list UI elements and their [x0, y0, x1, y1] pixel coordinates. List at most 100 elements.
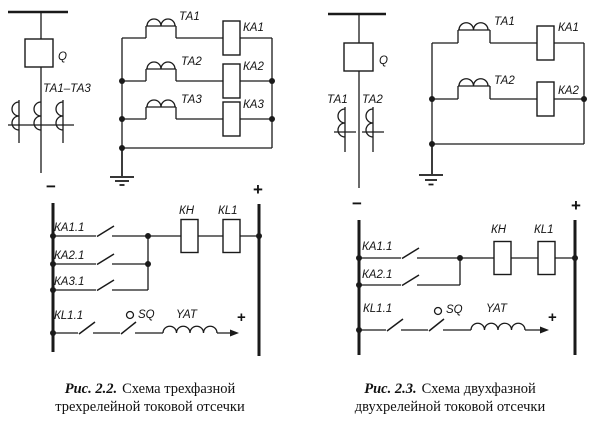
breaker-q: [24, 38, 54, 68]
caption-line-1: Рис. 2.3.Схема двухфазной: [300, 380, 600, 398]
relay-coil-ka1: [222, 20, 241, 56]
junction-dot: [269, 78, 275, 84]
junction-dot: [356, 282, 362, 288]
minus-label: −: [352, 194, 362, 213]
ct-winding: [458, 78, 489, 87]
contact-blade: [96, 225, 115, 238]
breaker-label: Q: [58, 51, 67, 63]
fig23-dc-circuit: − + КА1.1 КА2.1 КН КL1 КL1.1 SQ YAT +: [352, 194, 581, 355]
junction-dot: [145, 261, 151, 267]
branch-wire: [432, 29, 584, 44]
ground-symbol: [110, 148, 134, 186]
ct-winding: [146, 99, 176, 108]
relay-coil-ka3: [222, 101, 241, 137]
contact-label: КА2.1: [54, 250, 84, 262]
relay-label: КА3: [243, 99, 264, 111]
relay-label: КА1: [558, 22, 579, 34]
ct-symbol: [30, 101, 52, 131]
fig23-relay-circuit: ТА1 КА1 ТА2 КА2: [419, 16, 587, 186]
contact-blade: [401, 274, 420, 287]
sq-label: SQ: [138, 309, 155, 321]
ct-label: ТА2: [181, 56, 202, 68]
ct-group-label: ТА1–ТА3: [43, 83, 91, 95]
trip-coil-winding: [162, 325, 218, 334]
fig23-feeder: Q ТА1 ТА2: [327, 12, 388, 188]
coil-plus-label: +: [237, 309, 246, 326]
caption-text: Схема двухфазной: [421, 381, 536, 397]
junction-dot: [269, 116, 275, 122]
coil-plus-label: +: [548, 309, 557, 326]
caption-line-2: трехрелейной токовой отсечки: [55, 399, 245, 415]
flag-relay-coil: [493, 240, 512, 276]
trip-coil-label: YAT: [486, 303, 508, 315]
ct-label: ТА2: [494, 75, 515, 87]
plus-label: +: [571, 196, 581, 215]
ct-winding: [146, 61, 176, 70]
junction-dot: [119, 78, 125, 84]
caption-line-1: Рис. 2.2.Схема трехфазной: [0, 380, 300, 398]
sq-blade: [120, 321, 137, 335]
sq-pivot-circle: [125, 310, 135, 320]
junction-dot: [50, 330, 56, 336]
junction-dot: [50, 233, 56, 239]
ct-symbol: [362, 107, 384, 152]
ct-symbol: [8, 100, 30, 143]
junction-dot: [457, 255, 463, 261]
contact-blade: [386, 318, 404, 332]
junction-dot: [145, 233, 151, 239]
ct-winding: [146, 18, 176, 27]
ct-label: ТА1: [179, 11, 200, 23]
flag-relay-label: КН: [491, 224, 507, 236]
caption-line-2: двухрелейной токовой отсечки: [354, 399, 546, 415]
caption-text: Схема трехфазной: [122, 381, 236, 397]
latch-contact-label: КL1.1: [363, 303, 392, 315]
junction-dot: [50, 261, 56, 267]
junction-dot: [119, 116, 125, 122]
junction-dot: [256, 233, 262, 239]
breaker-q: [343, 42, 374, 72]
junction-dot: [356, 255, 362, 261]
relay-coil-ka2: [536, 81, 555, 117]
arrowhead: [540, 326, 549, 334]
junction-dot: [50, 287, 56, 293]
contact-label: КА3.1: [54, 276, 84, 288]
caption-fig-2-2: Рис. 2.2.Схема трехфазной трехрелейной т…: [0, 380, 300, 416]
contact-blade: [78, 321, 96, 335]
figure-ref: Рис. 2.2.: [64, 381, 118, 397]
plus-label: +: [253, 180, 263, 199]
relay-label: КА2: [558, 85, 579, 97]
output-relay-label: КL1: [534, 224, 554, 236]
relay-label: КА1: [243, 22, 264, 34]
trip-coil-winding: [470, 322, 526, 331]
secondary-bus: [431, 43, 585, 145]
junction-dot: [356, 327, 362, 333]
flag-relay-label: КН: [179, 205, 195, 217]
figure-ref: Рис. 2.3.: [364, 381, 417, 397]
secondary-bus: [121, 38, 273, 149]
output-relay-coil: [222, 218, 241, 254]
fig22-relay-circuit: ТА1 КА1 ТА2 КА2 ТА3 КА3: [110, 11, 275, 186]
contact-label: КА1.1: [54, 222, 84, 234]
contact-label: КА2.1: [362, 269, 392, 281]
ct-symbol: [52, 100, 74, 143]
latch-contact-label: КL1.1: [54, 310, 83, 322]
arrowhead: [230, 329, 239, 337]
ct-label: ТА2: [362, 94, 383, 106]
output-relay-label: КL1: [218, 205, 238, 217]
sq-blade: [428, 318, 445, 332]
minus-label: −: [46, 177, 56, 196]
ct-label: ТА1: [494, 16, 515, 28]
sq-label: SQ: [446, 304, 463, 316]
ct-label: ТА3: [181, 94, 202, 106]
flag-relay-coil: [180, 218, 199, 254]
relay-coil-ka2: [222, 63, 241, 99]
contact-label: КА1.1: [362, 241, 392, 253]
fig22-dc-circuit: − + КА1.1 КА2.1 КА3.1 КН КL1 КL1.1 SQ: [46, 177, 263, 356]
caption-fig-2-3: Рис. 2.3.Схема двухфазной двухрелейной т…: [300, 380, 600, 416]
sq-pivot-circle: [433, 306, 443, 316]
relay-label: КА2: [243, 61, 264, 73]
ground-symbol: [419, 144, 443, 186]
collector-wire: [147, 235, 259, 290]
